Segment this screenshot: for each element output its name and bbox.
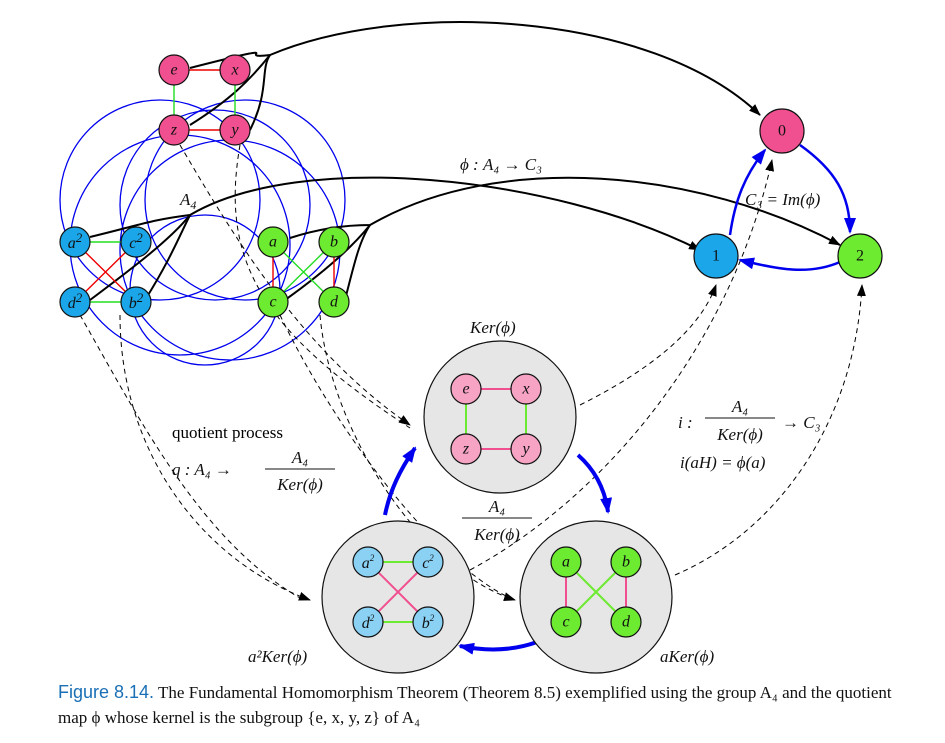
svg-text:b: b bbox=[330, 234, 338, 251]
isomorphism-label: i : A₄ Ker(ϕ) → C₃ i(aH) = ϕ(a) bbox=[678, 397, 821, 472]
kernel-subgraph: e x z y bbox=[158, 54, 251, 146]
node-y: y bbox=[219, 114, 251, 146]
svg-text:e: e bbox=[462, 381, 469, 398]
phi-label: ϕ : A₄ → C₃ bbox=[460, 155, 542, 174]
node-d2: d2 bbox=[59, 286, 91, 318]
cycle-arc bbox=[69, 134, 291, 356]
cycle-arc bbox=[144, 99, 346, 301]
node-x: x bbox=[219, 54, 251, 86]
quotient-num: A₄ bbox=[488, 497, 505, 516]
svg-text:a2: a2 bbox=[68, 230, 83, 252]
svg-text:b2: b2 bbox=[129, 290, 144, 312]
figure-caption: Figure 8.14. The Fundamental Homomorphis… bbox=[58, 680, 918, 730]
svg-text:z: z bbox=[462, 441, 470, 458]
svg-text:x: x bbox=[230, 62, 238, 79]
svg-text:→ C₃: → C₃ bbox=[782, 413, 821, 432]
svg-text:c: c bbox=[269, 294, 276, 311]
svg-text:Ker(ϕ): Ker(ϕ) bbox=[716, 425, 763, 444]
cycle-arc bbox=[59, 99, 261, 301]
node-b2: b2 bbox=[120, 286, 152, 318]
svg-text:d2: d2 bbox=[362, 613, 375, 632]
svg-text:A₄: A₄ bbox=[291, 448, 308, 467]
svg-text:q : A₄ →: q : A₄ → bbox=[172, 460, 232, 479]
svg-text:c2: c2 bbox=[422, 553, 434, 572]
a2-coset-label: a²Ker(ϕ) bbox=[248, 647, 308, 666]
a4-label: A4 bbox=[179, 190, 196, 212]
a4-blue-cycles bbox=[59, 99, 346, 366]
a-coset: a b c d bbox=[519, 520, 673, 674]
caption-text: The Fundamental Homomorphism Theorem (Th… bbox=[58, 683, 892, 727]
svg-text:e: e bbox=[170, 62, 177, 79]
quotient-process-label: quotient process q : A₄ → A₄ Ker(ϕ) bbox=[172, 423, 335, 494]
svg-text:a: a bbox=[562, 554, 570, 571]
svg-text:d: d bbox=[622, 614, 631, 631]
phi-arrows bbox=[89, 21, 841, 301]
svg-text:y: y bbox=[520, 441, 530, 458]
svg-text:a: a bbox=[269, 234, 277, 251]
a2-coset: a2 c2 d2 b2 bbox=[321, 520, 475, 674]
node-a2: a2 bbox=[59, 226, 91, 258]
svg-text:c2: c2 bbox=[129, 230, 143, 252]
svg-text:d: d bbox=[330, 294, 339, 311]
svg-text:1: 1 bbox=[712, 248, 720, 265]
svg-text:a2: a2 bbox=[362, 553, 375, 572]
svg-text:z: z bbox=[170, 122, 178, 139]
c3-node-0: 0 bbox=[759, 108, 805, 154]
c3-node-2: 2 bbox=[837, 233, 883, 279]
svg-text:quotient process: quotient process bbox=[172, 423, 283, 442]
svg-text:A₄: A₄ bbox=[731, 397, 748, 416]
svg-text:x: x bbox=[521, 381, 529, 398]
node-z: z bbox=[158, 114, 190, 146]
svg-text:0: 0 bbox=[778, 123, 786, 140]
a-coset-label: aKer(ϕ) bbox=[660, 647, 714, 666]
svg-text:Ker(ϕ): Ker(ϕ) bbox=[276, 475, 323, 494]
node-b: b bbox=[318, 226, 350, 258]
node-e: e bbox=[158, 54, 190, 86]
node-c2: c2 bbox=[120, 226, 152, 258]
node-d: d bbox=[318, 286, 350, 318]
c3-label: C₃ = Im(ϕ) bbox=[745, 190, 821, 209]
a2-coset-subgraph: a2 c2 d2 b2 bbox=[59, 226, 152, 318]
quotient-den: Ker(ϕ) bbox=[473, 525, 520, 544]
c3-graph: 0 1 2 C₃ = Im(ϕ) bbox=[693, 108, 883, 279]
svg-text:b: b bbox=[622, 554, 630, 571]
kernel-coset: e x z y bbox=[423, 340, 577, 494]
c3-node-1: 1 bbox=[693, 233, 739, 279]
quotient-group: e x z y a2 c2 d2 b2 a b c d Ker( bbox=[248, 318, 714, 674]
svg-text:2: 2 bbox=[856, 248, 864, 265]
node-c: c bbox=[257, 286, 289, 318]
svg-text:c: c bbox=[562, 614, 569, 631]
cycle-arc bbox=[119, 109, 311, 301]
svg-text:b2: b2 bbox=[422, 613, 435, 632]
svg-text:d2: d2 bbox=[68, 290, 83, 312]
kernel-label: Ker(ϕ) bbox=[469, 318, 516, 337]
svg-text:i(aH) = ϕ(a): i(aH) = ϕ(a) bbox=[680, 453, 766, 472]
svg-text:i :: i : bbox=[678, 413, 693, 432]
figure-number: Figure 8.14. bbox=[58, 682, 155, 702]
node-a: a bbox=[257, 226, 289, 258]
a-coset-subgraph: a b c d bbox=[257, 226, 350, 318]
svg-text:y: y bbox=[229, 122, 239, 139]
